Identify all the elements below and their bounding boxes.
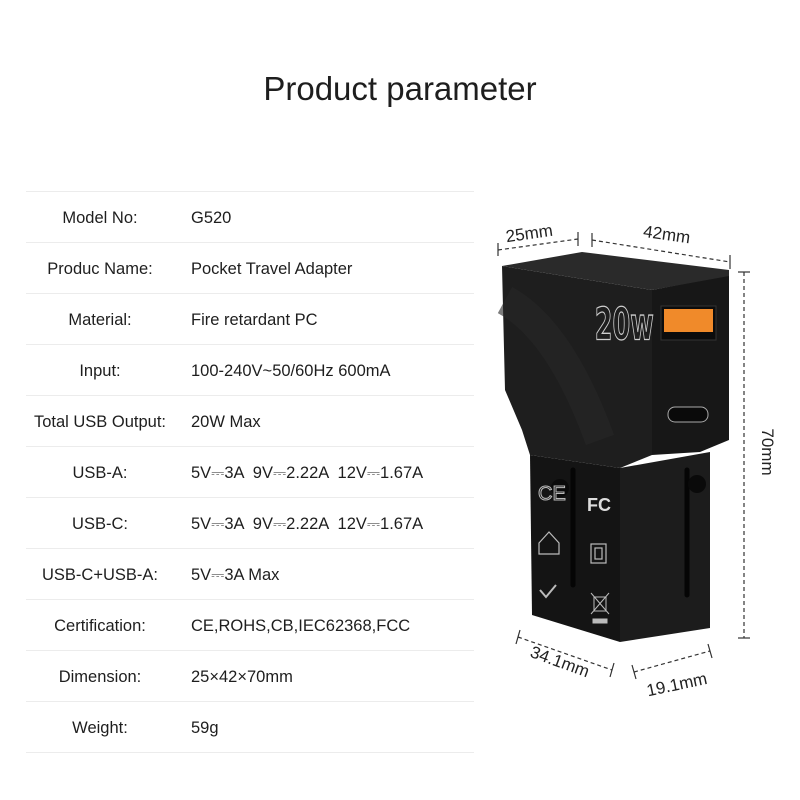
spec-label: Weight: [72,719,128,737]
spec-value: 20W Max [191,413,261,431]
ce-mark: CE [538,483,566,505]
dimension-label-70mm: 70mm [758,428,777,475]
usb-c-port [667,406,709,423]
spec-value: G520 [191,209,232,227]
spec-label: Total USB Output: [33,413,167,431]
dimension-label-34mm: 34.1mm [528,642,592,681]
pin-knob [688,475,706,493]
spec-table: Model No: G520 Produc Name: Pocket Travel … [26,191,474,753]
spec-row-input: Input: 100-240V~50/60Hz 600mA [26,345,474,396]
spec-row-usb-a: USB-A: 5V⎓3A 9V⎓2.22A 12V⎓1.67A [26,447,474,498]
spec-label: USB-A: [72,464,128,482]
spec-row-combined: USB-C+USB-A: 5V⎓3A Max [26,549,474,600]
weee-bin-icon [590,592,610,624]
double-insulation-icon [590,543,607,564]
spec-label: Model No: [62,209,138,227]
spec-row-certification: Certification: CE,ROHS,CB,IEC62368,FCC [26,600,474,651]
spec-row-dimension: Dimension: 25×42×70mm [26,651,474,702]
spec-value: Fire retardant PC [191,311,318,329]
spec-label: USB-C+USB-A: [42,566,158,584]
spec-label: Input: [79,362,121,380]
spec-value: 100-240V~50/60Hz 600mA [191,362,391,380]
usb-a-insert [664,309,713,332]
spec-value: 5V⎓3A 9V⎓2.22A 12V⎓1.67A [191,515,424,533]
spec-row-weight: Weight: 59g [26,702,474,753]
spec-label: USB-C: [72,515,128,533]
spec-label: Dimension: [58,668,142,686]
rohs-check-icon [539,584,557,599]
dimension-label-19mm: 19.1mm [645,669,709,700]
spec-row-usb-c: USB-C: 5V⎓3A 9V⎓2.22A 12V⎓1.67A [26,498,474,549]
dimension-label-42mm: 42mm [642,222,691,247]
spec-value: 25×42×70mm [191,668,293,686]
spec-value: 59g [191,719,219,737]
fcc-mark: FC [587,495,611,515]
power-rating-marking: 20w [595,299,654,350]
page-title: Product parameter [263,70,537,107]
spec-label: Certification: [54,617,146,635]
spec-value: 5V⎓3A 9V⎓2.22A 12V⎓1.67A [191,464,424,482]
spec-label: Produc Name: [47,260,153,278]
spec-label: Material: [68,311,132,329]
spec-row-model: Model No: G520 [26,191,474,243]
home-icon [538,531,560,555]
spec-row-material: Material: Fire retardant PC [26,294,474,345]
spec-row-total-output: Total USB Output: 20W Max [26,396,474,447]
spec-value: Pocket Travel Adapter [191,260,353,278]
dimension-lines [497,238,745,673]
dimension-label-25mm: 25mm [505,221,554,246]
spec-row-name: Produc Name: Pocket Travel Adapter [26,243,474,294]
pin-knob [551,479,569,497]
spec-value: CE,ROHS,CB,IEC62368,FCC [191,617,411,635]
spec-value: 5V⎓3A Max [191,566,280,584]
